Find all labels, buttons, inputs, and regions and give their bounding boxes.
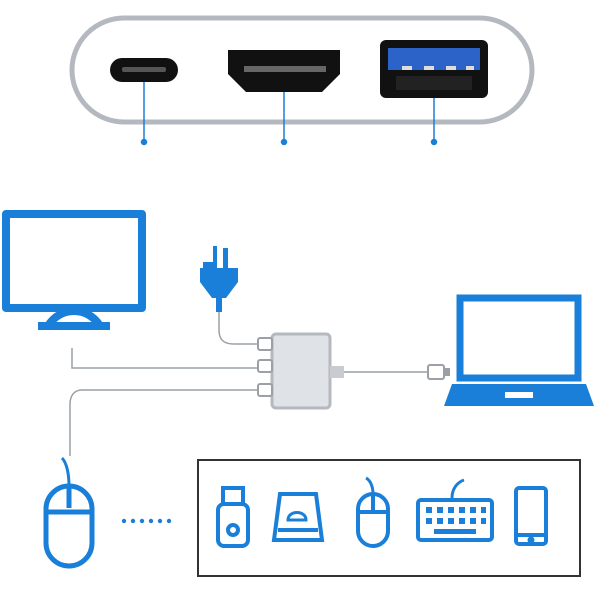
hub-device	[257, 332, 344, 410]
cable-mouse	[69, 389, 258, 456]
port-callouts	[140, 82, 438, 146]
laptop-usb-c-plug-icon	[427, 364, 450, 380]
hard-drive-icon	[271, 492, 325, 542]
small-mouse-icon	[356, 476, 390, 548]
keyboard-icon	[416, 478, 494, 542]
peripherals-frame	[197, 459, 581, 577]
hdmi-port-icon	[228, 50, 340, 92]
hub-closeup	[69, 15, 535, 146]
cable-power	[218, 312, 258, 345]
monitor-icon	[2, 210, 146, 330]
usb-c-port-icon	[110, 58, 178, 82]
cables	[69, 312, 428, 456]
cable-monitor	[71, 348, 258, 369]
laptop-icon	[444, 294, 594, 406]
usb-flash-drive-icon	[216, 486, 250, 548]
usb-a-port-icon	[380, 40, 488, 98]
phone-icon	[514, 486, 548, 546]
ellipsis	[121, 518, 172, 524]
power-plug-icon	[200, 246, 238, 312]
mouse-icon	[43, 456, 95, 569]
